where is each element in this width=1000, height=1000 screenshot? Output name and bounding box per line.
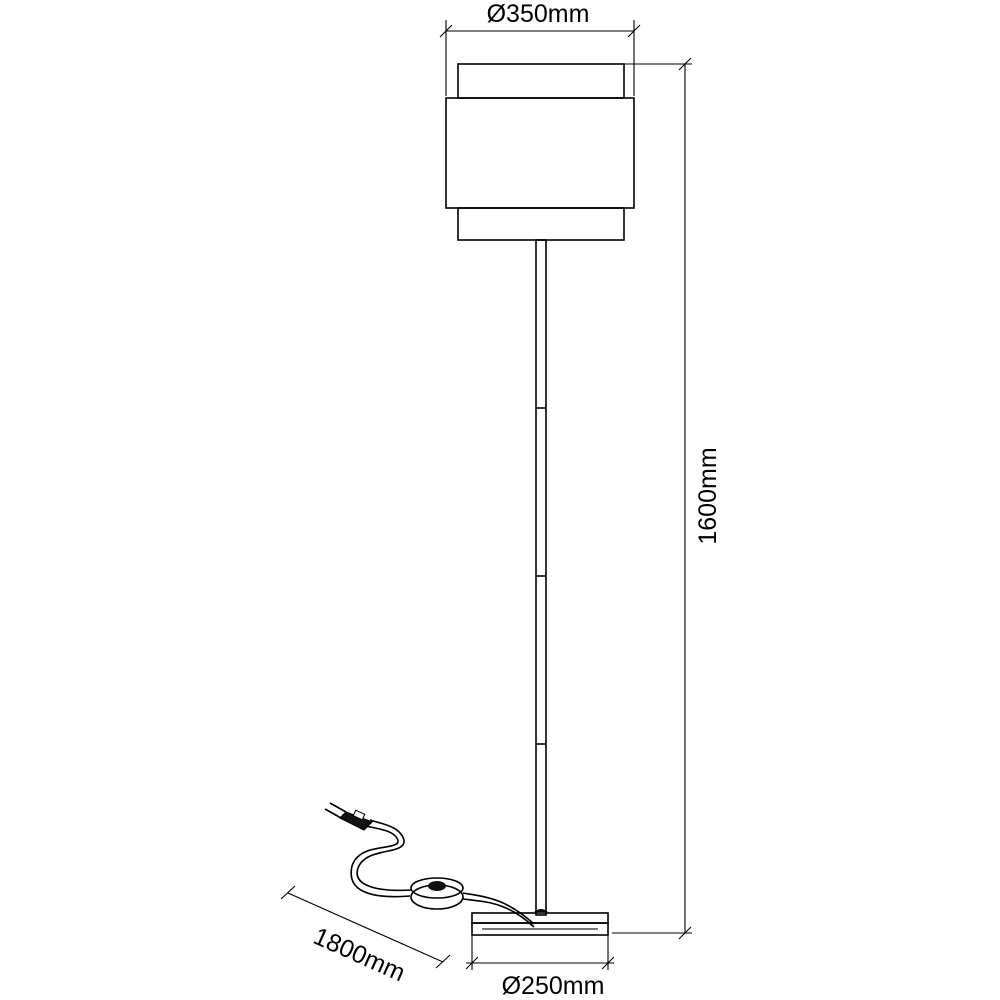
base-diameter-label: Ø250mm (502, 972, 605, 1000)
shade-fabric-drum (445, 97, 635, 209)
cable-length-label: 1800mm (309, 922, 409, 987)
shade-bottom-rattan-band (457, 207, 625, 241)
shade-diameter-label: Ø350mm (487, 0, 590, 28)
cable-length-dimension: 1800mm (280, 885, 451, 987)
lamp-base (471, 909, 609, 936)
lamp-pole (535, 239, 547, 916)
lamp-shade (445, 63, 635, 241)
shade-top-rattan-band (457, 63, 625, 99)
height-dimension: 1600mm (612, 57, 722, 940)
shade-diameter-dimension: Ø350mm (439, 0, 641, 96)
foot-switch (410, 877, 464, 910)
base-diameter-dimension: Ø250mm (465, 935, 615, 1000)
power-plug (324, 802, 374, 831)
height-label: 1600mm (694, 447, 722, 544)
power-cable (350, 819, 535, 928)
